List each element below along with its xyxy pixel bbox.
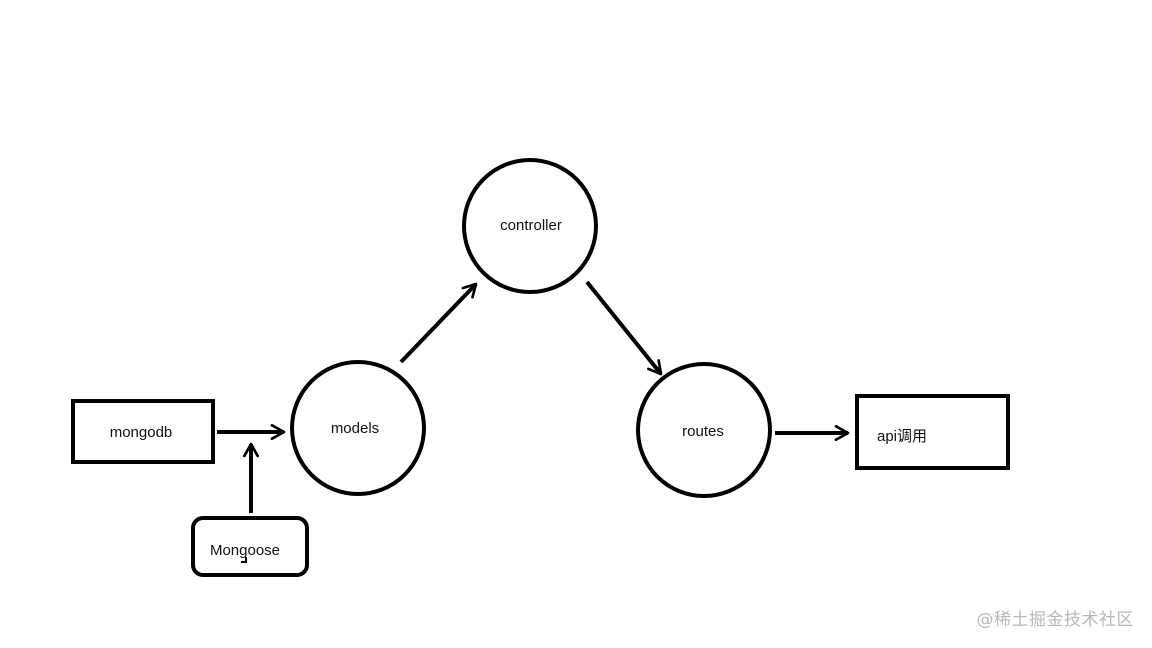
models-circle (290, 360, 426, 496)
mongodb-node: mongodb (71, 399, 215, 464)
arrow-models-to-controller (399, 282, 478, 364)
mongoose-node: Mongoose (191, 516, 309, 577)
routes-node: routes (636, 362, 772, 498)
models-label: models (331, 420, 379, 437)
arrow-controller-to-routes (585, 280, 663, 376)
models-node: models (290, 360, 426, 496)
mongodb-label: mongodb (110, 424, 173, 441)
routes-label: routes (682, 423, 724, 440)
api-node: api调用 (855, 394, 1010, 470)
mongoose-label: Mongoose (210, 542, 280, 559)
mongoose-stray-mark (241, 557, 247, 563)
controller-node: controller (462, 158, 598, 294)
mongoose-box (191, 516, 309, 577)
mongodb-box (71, 399, 215, 464)
routes-circle (636, 362, 772, 498)
api-label: api调用 (877, 428, 927, 445)
controller-label: controller (500, 217, 562, 234)
controller-circle (462, 158, 598, 294)
watermark: @稀土掘金技术社区 (976, 610, 1134, 630)
api-box (855, 394, 1010, 470)
